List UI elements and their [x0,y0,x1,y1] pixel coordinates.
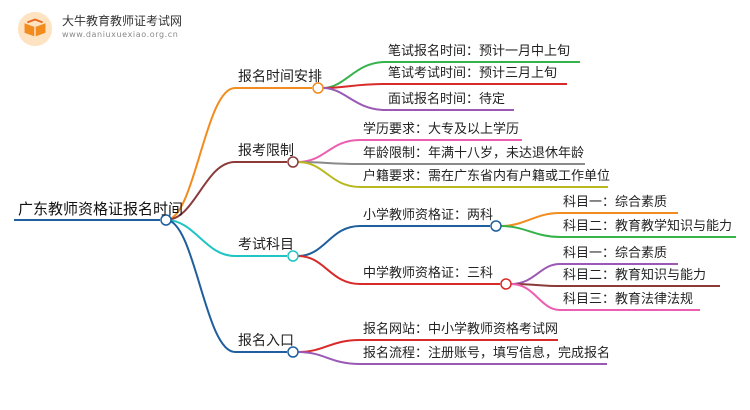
branch3-toggle [287,250,299,262]
node-written-exam[interactable]: 笔试考试时间：预计三月上旬 [388,66,558,81]
branch-schedule[interactable]: 报名时间安排 [238,69,322,85]
site-logo: 大牛教育教师证考试网 www.daniuxuexiao.org.cn [12,8,182,48]
node-secondary-subject-2[interactable]: 科目二：教育知识与能力 [563,268,707,283]
node-registration-process[interactable]: 报名流程：注册账号，填写信息，完成报名 [363,346,611,361]
node-written-registration[interactable]: 笔试报名时间：预计一月中上旬 [388,44,571,59]
connector-root-branch4 [165,219,236,353]
root-toggle [160,214,172,226]
node-primary-subject-1[interactable]: 科目一：综合素质 [563,195,668,210]
connector-root-branch2 [165,161,236,221]
branch2-toggle [287,156,299,168]
root-node[interactable]: 广东教师资格证报名时间 [18,200,184,218]
connector-root-branch1 [165,87,236,221]
node-interview-registration[interactable]: 面试报名时间：待定 [388,92,506,107]
secondary-cert-toggle [500,278,512,290]
node-primary-cert[interactable]: 小学教师资格证：两科 [363,208,494,223]
branch4-toggle [287,346,299,358]
branch-restrictions[interactable]: 报考限制 [238,143,294,159]
branch1-toggle [312,82,324,94]
node-residence-requirement[interactable]: 户籍要求：需在广东省内有户籍或工作单位 [363,169,611,184]
branch-entry[interactable]: 报名入口 [238,333,294,349]
node-primary-subject-2[interactable]: 科目二：教育教学知识与能力 [563,219,733,234]
node-secondary-subject-3[interactable]: 科目三：教育法律法规 [563,292,694,307]
connector-root-branch3 [165,219,236,257]
logo-url: www.daniuxuexiao.org.cn [62,30,179,39]
node-secondary-subject-1[interactable]: 科目一：综合素质 [563,246,668,261]
node-secondary-cert[interactable]: 中学教师资格证：三科 [363,266,494,281]
primary-cert-toggle [490,220,502,232]
node-education-requirement[interactable]: 学历要求：大专及以上学历 [363,122,520,137]
node-age-limit[interactable]: 年龄限制：年满十八岁，未达退休年龄 [363,146,585,161]
branch-subjects[interactable]: 考试科目 [238,237,294,253]
node-registration-website[interactable]: 报名网站：中小学教师资格考试网 [363,322,559,337]
book-logo-icon [17,11,53,47]
logo-title: 大牛教育教师证考试网 [62,14,183,28]
